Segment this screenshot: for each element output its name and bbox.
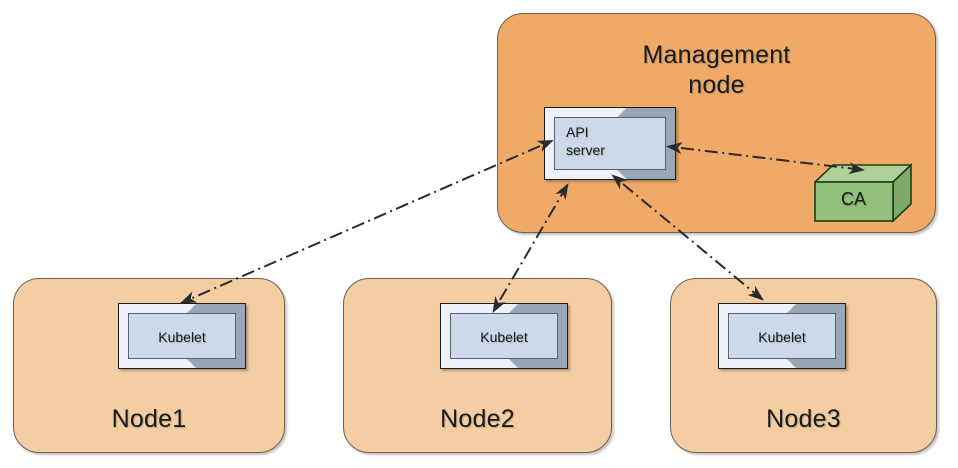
node1-kubelet-inner-face: Kubelet — [128, 313, 236, 359]
node1-kubelet-label: Kubelet — [158, 329, 206, 345]
api-server-label-line2: server — [566, 142, 605, 158]
node3-kubelet-inner-face: Kubelet — [728, 313, 836, 359]
api-server-label-line1: API — [566, 124, 589, 140]
node2-kubelet-inner-face: Kubelet — [450, 313, 558, 359]
node3-kubelet-label: Kubelet — [758, 329, 806, 345]
ca-label: CA — [841, 189, 867, 209]
node3-title: Node3 — [766, 405, 841, 433]
node3-kubelet-box[interactable]: Kubelet — [718, 303, 846, 369]
api-server-box[interactable]: API server — [544, 107, 676, 180]
ca-cuboid[interactable]: CA — [812, 163, 914, 223]
node2-title: Node2 — [440, 405, 515, 433]
node1-title: Node1 — [111, 405, 187, 433]
api-server-inner-face: API server — [554, 117, 666, 170]
management-node-title-line1: Management — [642, 41, 791, 69]
node1-kubelet-box[interactable]: Kubelet — [118, 303, 246, 369]
node2-kubelet-box[interactable]: Kubelet — [440, 303, 568, 369]
node2-kubelet-label: Kubelet — [480, 329, 528, 345]
management-node-title-line2: node — [688, 71, 745, 99]
